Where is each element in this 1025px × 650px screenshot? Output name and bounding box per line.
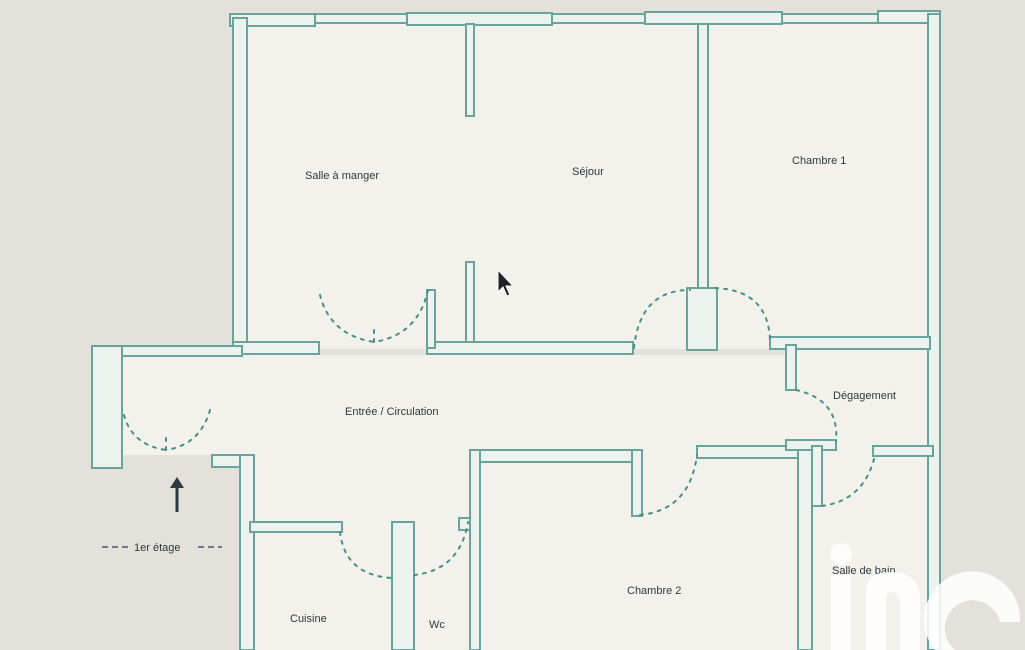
up-arrow-icon bbox=[170, 477, 184, 488]
room-label-sejour: Séjour bbox=[572, 166, 604, 178]
room-label-degagement: Dégagement bbox=[833, 390, 896, 402]
door-swings bbox=[123, 287, 876, 579]
floor-indicator: 1er étage bbox=[102, 477, 222, 554]
room-label-chambre-1: Chambre 1 bbox=[792, 155, 846, 167]
mouse-cursor-icon bbox=[497, 268, 515, 297]
brand-logo-icon bbox=[830, 543, 1021, 650]
room-label-entree: Entrée / Circulation bbox=[345, 406, 439, 418]
floor-label: 1er étage bbox=[134, 542, 180, 554]
room-label-wc: Wc bbox=[429, 619, 445, 631]
room-label-chambre-2: Chambre 2 bbox=[627, 585, 681, 597]
room-label-cuisine: Cuisine bbox=[290, 613, 327, 625]
room-label-salle-a-manger: Salle à manger bbox=[305, 170, 379, 182]
walls bbox=[91, 10, 941, 650]
